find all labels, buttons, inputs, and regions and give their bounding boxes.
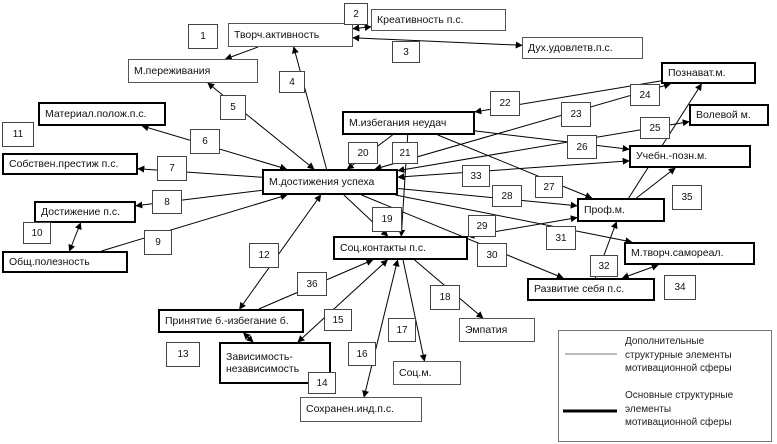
edge-number-35: 35: [672, 185, 702, 210]
edge-number-34: 34: [664, 275, 696, 300]
edge-prin-zavis: [243, 332, 254, 343]
edge-number-8: 8: [152, 190, 182, 214]
edge-number-15: 15: [324, 309, 352, 331]
edge-tvorch-perezh: [224, 46, 259, 61]
node-tvorch: Творч.активность: [228, 23, 353, 47]
node-main: М.достижения успеха: [262, 169, 398, 195]
node-empat: Эмпатия: [459, 318, 535, 342]
legend-thick-label: Основные структурные элементы мотивацион…: [625, 390, 734, 428]
node-dukh: Дух.удовлетв.п.с.: [522, 37, 643, 59]
edge-izbeg-ucheb: [474, 130, 630, 152]
edge-number-29: 29: [468, 215, 496, 237]
node-mtvor: М.творч.самореал.: [624, 242, 755, 265]
edge-number-19: 19: [372, 207, 402, 232]
edge-number-20: 20: [348, 142, 378, 164]
edge-soc-sokhr: [362, 259, 400, 398]
edge-tvorch-dukh: [352, 34, 523, 49]
node-poznav: Познават.м.: [661, 62, 756, 84]
node-material: Материал.полож.п.с.: [38, 102, 166, 126]
edge-number-32: 32: [590, 255, 618, 277]
edge-number-9: 9: [144, 230, 172, 255]
node-socm: Соц.м.: [393, 361, 461, 385]
edge-number-3: 3: [392, 41, 420, 63]
edge-number-16: 16: [348, 342, 376, 366]
node-perezh: М.переживания: [128, 59, 258, 83]
node-obshch: Общ.полезность: [2, 251, 128, 273]
edge-tvorch-main: [291, 46, 327, 170]
edge-number-33: 33: [462, 165, 490, 187]
edge-number-4: 4: [279, 71, 305, 93]
edge-main-ucheb: [397, 157, 630, 181]
edge-number-27: 27: [535, 176, 563, 198]
edge-number-36: 36: [297, 272, 327, 296]
node-izbeg: М.избегания неудач: [342, 111, 475, 135]
edge-number-11: 11: [2, 122, 34, 147]
node-razv: Развитие себя п.с.: [527, 278, 655, 301]
edge-number-25: 25: [640, 117, 670, 139]
edge-number-23: 23: [561, 102, 591, 127]
edge-number-26: 26: [567, 135, 597, 159]
edge-soc-socm: [402, 259, 427, 362]
edge-number-30: 30: [477, 243, 507, 267]
edge-number-10: 10: [23, 222, 51, 244]
edge-number-17: 17: [388, 318, 416, 342]
legend-thin-label: Дополнительные структурные элементы моти…: [625, 336, 732, 374]
legend-swatches: [563, 353, 617, 413]
node-volevoy: Волевой м.: [689, 104, 769, 126]
node-soc: Соц.контакты п.с.: [333, 236, 468, 260]
edge-number-21: 21: [392, 142, 418, 164]
edge-number-7: 7: [157, 156, 187, 181]
edge-number-14: 14: [308, 372, 336, 394]
edge-prin-main: [239, 194, 322, 310]
edge-izbeg-prof: [437, 134, 593, 199]
edge-main-prof: [397, 188, 578, 209]
edge-number-31: 31: [546, 226, 576, 250]
node-ucheb: Учебн.-позн.м.: [629, 145, 751, 168]
edge-number-22: 22: [490, 91, 520, 116]
edge-number-24: 24: [630, 84, 660, 106]
edge-poznav-prof: [628, 83, 702, 199]
edge-prof-ucheb: [636, 167, 676, 199]
node-prof: Проф.м.: [577, 198, 665, 222]
node-sokhr: Сохранен.инд.п.с.: [300, 397, 422, 422]
edge-number-2: 2: [344, 3, 368, 25]
edge-number-1: 1: [188, 24, 218, 49]
edge-razv-mtvor: [621, 263, 659, 280]
edge-number-18: 18: [430, 285, 460, 310]
legend: Дополнительные структурные элементы моти…: [558, 330, 772, 442]
node-dostizh: Достижение п.с.: [34, 201, 136, 223]
edge-number-5: 5: [220, 95, 246, 120]
edge-number-12: 12: [249, 243, 279, 268]
edge-number-13: 13: [166, 342, 200, 367]
edge-number-6: 6: [190, 129, 220, 154]
edge-dostizh-obshch: [68, 222, 82, 252]
edge-number-28: 28: [492, 185, 522, 207]
edge-tvorch-kreativ: [352, 23, 372, 32]
node-kreativ: Креативность п.с.: [371, 9, 506, 31]
node-sobstv: Собствен.престиж п.с.: [2, 153, 138, 175]
node-prin: Принятие б.-избегание б.: [158, 309, 304, 333]
